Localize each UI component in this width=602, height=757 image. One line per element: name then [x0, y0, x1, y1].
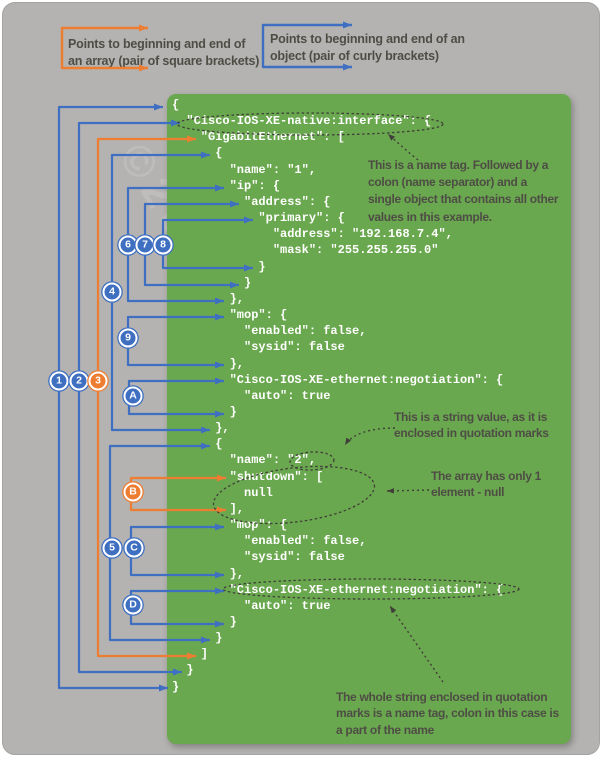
badge-4: 4 [102, 282, 122, 302]
badge-5: 5 [102, 538, 122, 558]
annotation-array-null: The array has only 1 element - null [431, 469, 542, 499]
badge-7: 7 [135, 235, 155, 255]
badge-b: B [123, 482, 143, 502]
badge-1: 1 [49, 371, 69, 391]
badge-9: 9 [118, 328, 138, 348]
badge-d: D [123, 595, 143, 615]
badge-c: C [124, 538, 144, 558]
legend-object-note: Points to beginning and end of an object… [270, 32, 465, 63]
annotation-name-tag: This is a name tag. Followed by a colon … [368, 158, 559, 224]
annotation-whole-string: The whole string enclosed in quotation m… [336, 690, 559, 737]
badge-3: 3 [88, 371, 108, 391]
badge-8: 8 [153, 235, 173, 255]
legend-array-note: Points to beginning and end of an array … [68, 37, 260, 68]
annotation-string-value: This is a string value, as it is enclose… [394, 410, 549, 440]
badge-a: A [123, 386, 143, 406]
badge-2: 2 [69, 371, 89, 391]
